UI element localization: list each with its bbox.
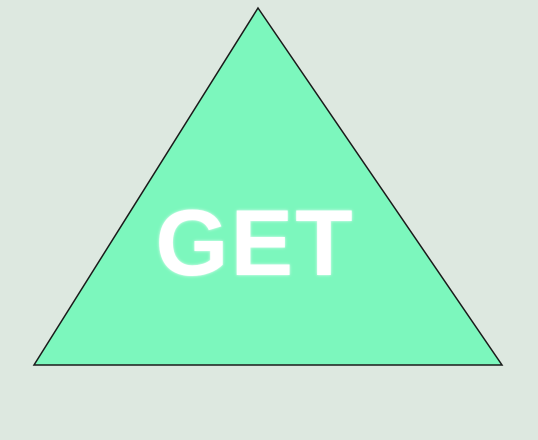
triangle-polygon[interactable] (32, 6, 504, 366)
triangle-label: GET (155, 190, 355, 295)
